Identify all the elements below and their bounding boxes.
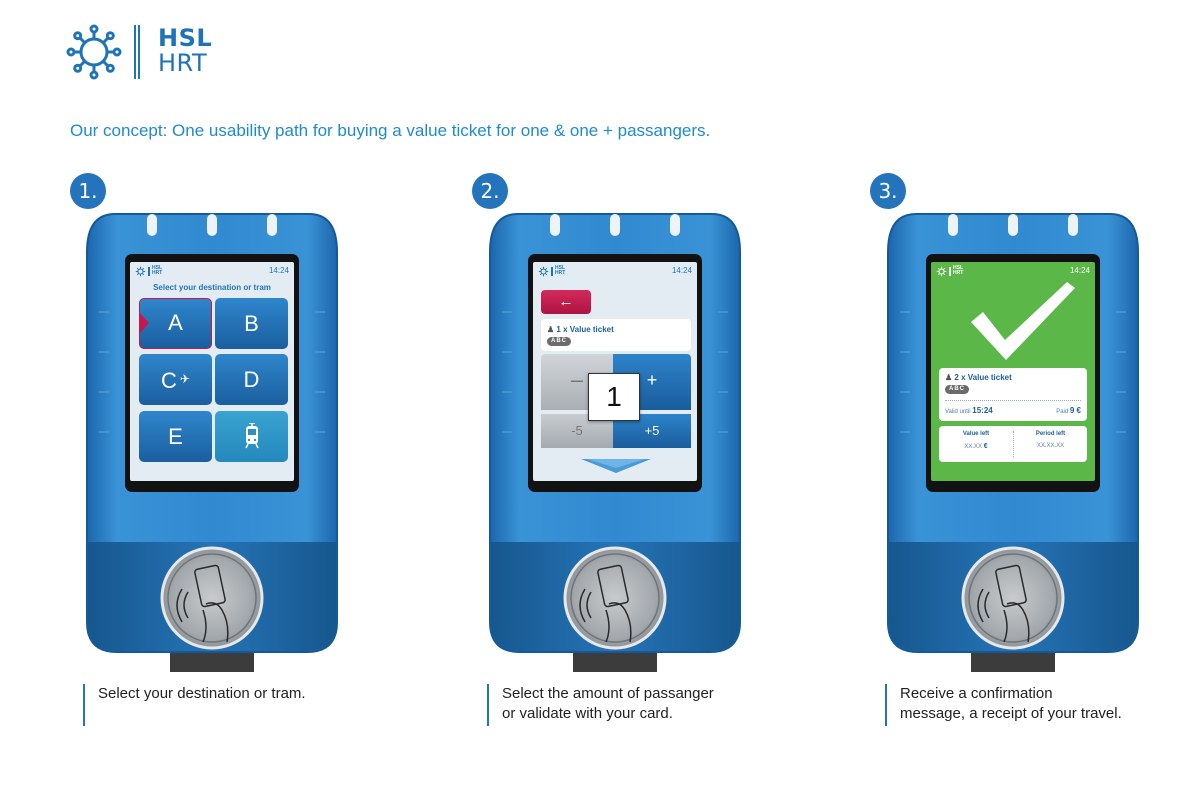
logo-text-hsl: HSL <box>158 24 213 52</box>
destination-button-c[interactable]: C✈ <box>139 354 212 405</box>
concept-headline: Our concept: One usability path for buyi… <box>70 121 711 140</box>
step-caption-3: Receive a confirmation message, a receip… <box>885 684 1122 726</box>
step-badge-3: 3. <box>870 173 906 209</box>
step-badge-1: 1. <box>70 173 106 209</box>
destination-button-b[interactable]: B <box>215 298 288 349</box>
destination-button-e[interactable]: E <box>139 411 212 462</box>
tram-icon <box>245 423 259 449</box>
paid-amount: Paid 9 € <box>1056 406 1081 415</box>
hsl-logo: HSL HRT <box>66 22 226 82</box>
logo-text-hrt: HRT <box>158 49 208 77</box>
destination-button-d[interactable]: D <box>215 354 288 405</box>
airplane-icon: ✈ <box>179 372 190 386</box>
hsl-sun-icon <box>66 24 122 80</box>
hsl-sun-icon <box>135 266 146 277</box>
hsl-sun-icon <box>936 266 947 277</box>
receipt-card: ♟ 2 x Value ticket ABC Valid until 15:24… <box>939 368 1087 421</box>
ticket-summary-card: ♟ 1 x Value ticket ABC <box>541 319 691 351</box>
logo-divider <box>134 25 140 79</box>
destination-button-a[interactable]: A <box>139 298 212 349</box>
back-arrow-icon: ← <box>558 293 574 310</box>
screen-clock: 14:24 <box>671 266 692 275</box>
screen-clock: 14:24 <box>1069 266 1090 275</box>
period-left: Period left XX.XX.XX <box>1013 431 1087 457</box>
checkmark-icon <box>971 282 1075 360</box>
selected-pointer-icon <box>139 312 149 334</box>
balance-card: Value left XX.XX € Period left XX.XX.XX <box>939 426 1087 462</box>
screen-title: Select your destination or tram <box>153 283 271 292</box>
scroll-down-icon[interactable] <box>581 459 651 473</box>
value-left: Value left XX.XX € <box>962 431 990 450</box>
destination-button-tram[interactable] <box>215 411 288 462</box>
hsl-sun-icon <box>538 266 549 277</box>
step-badge-2: 2. <box>472 173 508 209</box>
person-icon: ♟ <box>547 325 555 334</box>
back-button[interactable]: ← <box>541 290 591 314</box>
valid-until: Valid until 15:24 <box>945 406 993 415</box>
ticket-name: 1 x Value ticket <box>556 325 614 334</box>
ticket-name: 2 x Value ticket <box>954 373 1012 382</box>
zone-badge: ABC <box>945 385 969 394</box>
passenger-count: 1 <box>588 373 640 421</box>
person-icon: ♟ <box>945 373 953 382</box>
step-caption-1: Select your destination or tram. <box>83 684 306 726</box>
passenger-stepper: – + -5 +5 1 <box>541 354 691 450</box>
screen-clock: 14:24 <box>268 266 289 275</box>
step-caption-2: Select the amount of passanger or valida… <box>487 684 714 726</box>
zone-badge: ABC <box>547 337 571 346</box>
